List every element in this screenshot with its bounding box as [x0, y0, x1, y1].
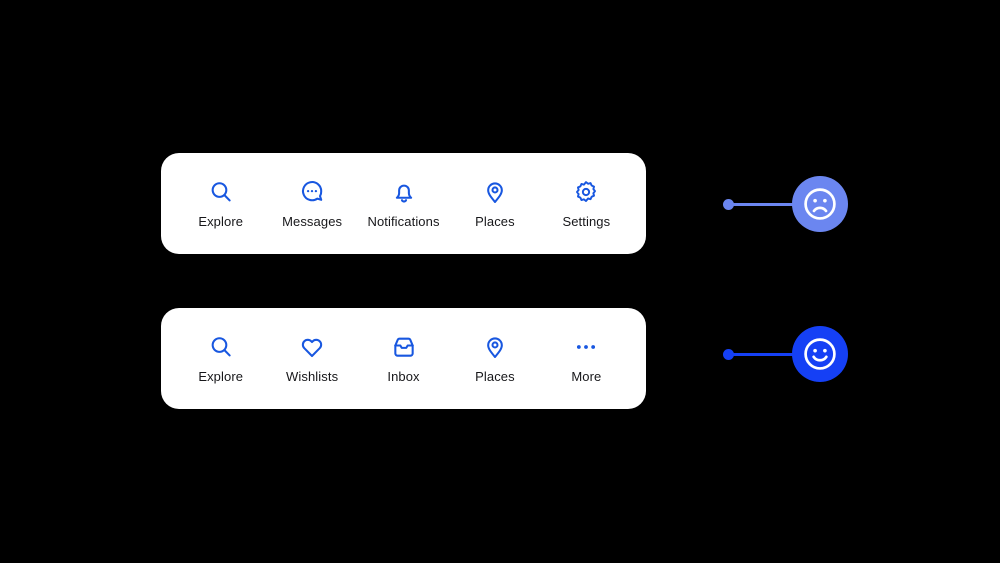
nav-item-label: Places — [475, 368, 515, 384]
frowning-face-badge[interactable] — [792, 176, 848, 232]
connector-line — [733, 352, 798, 356]
nav-item-explore[interactable]: Explore — [175, 179, 266, 229]
nav-item-label: Explore — [198, 368, 244, 384]
nav-item-places[interactable]: Places — [449, 334, 540, 384]
nav-item-label: Settings — [562, 213, 611, 229]
chat-bubble-dots-icon — [299, 179, 325, 205]
heart-icon — [299, 334, 325, 360]
annotation-marker-negative — [723, 176, 848, 232]
nav-item-label: Notifications — [367, 213, 440, 229]
nav-item-label: Messages — [282, 213, 343, 229]
annotation-marker-positive — [723, 326, 848, 382]
search-icon — [208, 179, 234, 205]
bottom-nav-bar-short-labels: Explore Wishlists Inbox — [161, 308, 646, 409]
nav-item-label: Wishlists — [286, 368, 339, 384]
nav-item-wishlists[interactable]: Wishlists — [266, 334, 357, 384]
gear-icon — [573, 179, 599, 205]
nav-item-label: More — [571, 368, 602, 384]
smiling-face-icon — [804, 338, 836, 370]
nav-item-label: Inbox — [387, 368, 420, 384]
nav-item-label: Places — [475, 213, 515, 229]
map-pin-icon — [482, 179, 508, 205]
nav-item-label: Explore — [198, 213, 244, 229]
map-pin-icon — [482, 334, 508, 360]
nav-item-explore[interactable]: Explore — [175, 334, 266, 384]
bell-icon — [391, 179, 417, 205]
nav-item-inbox[interactable]: Inbox — [358, 334, 449, 384]
nav-item-settings[interactable]: Settings — [541, 179, 632, 229]
connector-dot — [723, 198, 734, 210]
nav-item-messages[interactable]: Messages — [266, 179, 357, 229]
nav-item-places[interactable]: Places — [449, 179, 540, 229]
search-icon — [208, 334, 234, 360]
frowning-face-icon — [804, 188, 836, 220]
nav-item-more[interactable]: More — [541, 334, 632, 384]
nav-item-notifications[interactable]: Notifications — [358, 179, 449, 229]
connector-dot — [723, 348, 734, 360]
bottom-nav-bar-long-labels: Explore Messages Notifications — [161, 153, 646, 254]
connector-line — [733, 202, 798, 206]
inbox-tray-icon — [391, 334, 417, 360]
ellipsis-icon — [573, 334, 599, 360]
smiling-face-badge[interactable] — [792, 326, 848, 382]
